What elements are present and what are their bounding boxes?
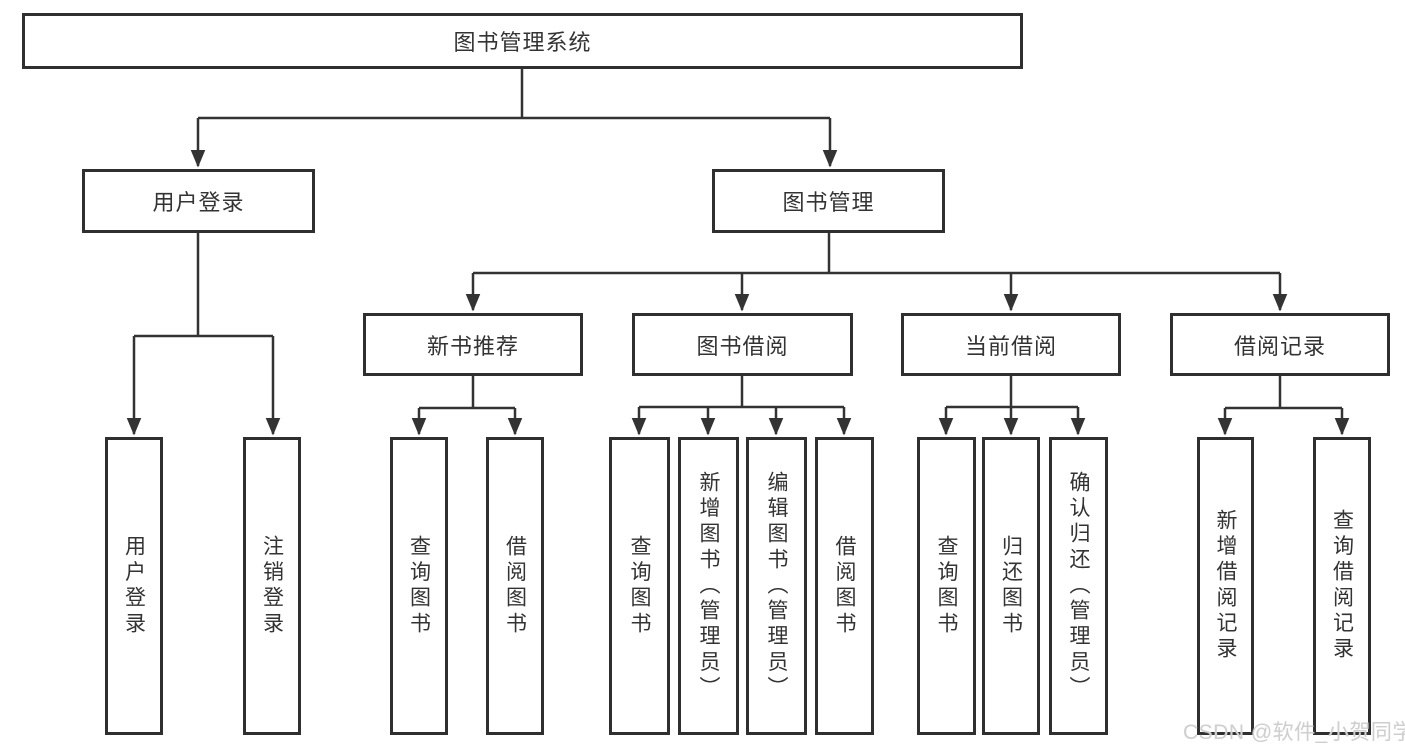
node-label: 图书借阅	[696, 333, 789, 359]
leaf-confirm-return-admin: 确认归还（管理员）	[1049, 437, 1108, 735]
node-label: 借阅记录	[1233, 333, 1326, 359]
leaf-logout: 注销登录	[243, 437, 301, 735]
node-borrowing-records: 借阅记录	[1170, 313, 1390, 376]
node-label: 编辑图书（管理员）	[765, 470, 788, 702]
node-label: 图书管理	[782, 190, 875, 215]
leaf-return-books: 归还图书	[982, 437, 1040, 735]
node-book-management: 图书管理	[712, 169, 945, 233]
node-library-management-system: 图书管理系统	[22, 13, 1023, 69]
node-label: 归还图书	[999, 534, 1023, 638]
node-label: 借阅图书	[503, 534, 527, 638]
leaf-add-borrow-record: 新增借阅记录	[1197, 437, 1254, 735]
node-label: 查询图书	[407, 534, 431, 638]
leaf-query-books: 查询图书	[609, 437, 670, 735]
node-label: 注销登录	[260, 534, 284, 638]
leaf-user-login: 用户登录	[105, 437, 163, 735]
node-label: 当前借阅	[964, 333, 1057, 359]
leaf-query-books: 查询图书	[917, 437, 976, 735]
leaf-edit-books-admin: 编辑图书（管理员）	[746, 437, 807, 735]
leaf-borrow-books: 借阅图书	[486, 437, 544, 735]
leaf-query-borrow-record: 查询借阅记录	[1313, 437, 1371, 735]
leaf-borrow-books: 借阅图书	[815, 437, 874, 735]
node-current-borrowing: 当前借阅	[901, 313, 1121, 376]
node-label: 查询借阅记录	[1330, 509, 1354, 663]
node-label: 图书管理系统	[453, 30, 592, 55]
leaf-query-books: 查询图书	[390, 437, 448, 735]
node-label: 新增图书（管理员）	[697, 470, 720, 702]
node-label: 用户登录	[152, 190, 245, 215]
node-label: 确认归还（管理员）	[1067, 470, 1090, 702]
node-new-book-recommendation: 新书推荐	[363, 313, 583, 376]
node-label: 借阅图书	[833, 534, 856, 638]
node-label: 新书推荐	[426, 333, 519, 359]
csdn-watermark: CSDN @软件_小贺同学	[1183, 721, 1405, 744]
node-label: 新增借阅记录	[1214, 509, 1237, 663]
leaf-add-books-admin: 新增图书（管理员）	[678, 437, 739, 735]
node-label: 用户登录	[122, 534, 146, 638]
node-book-borrowing: 图书借阅	[632, 313, 853, 376]
node-label: 查询图书	[935, 534, 958, 638]
node-label: 查询图书	[628, 534, 651, 638]
node-user-login: 用户登录	[82, 169, 315, 233]
